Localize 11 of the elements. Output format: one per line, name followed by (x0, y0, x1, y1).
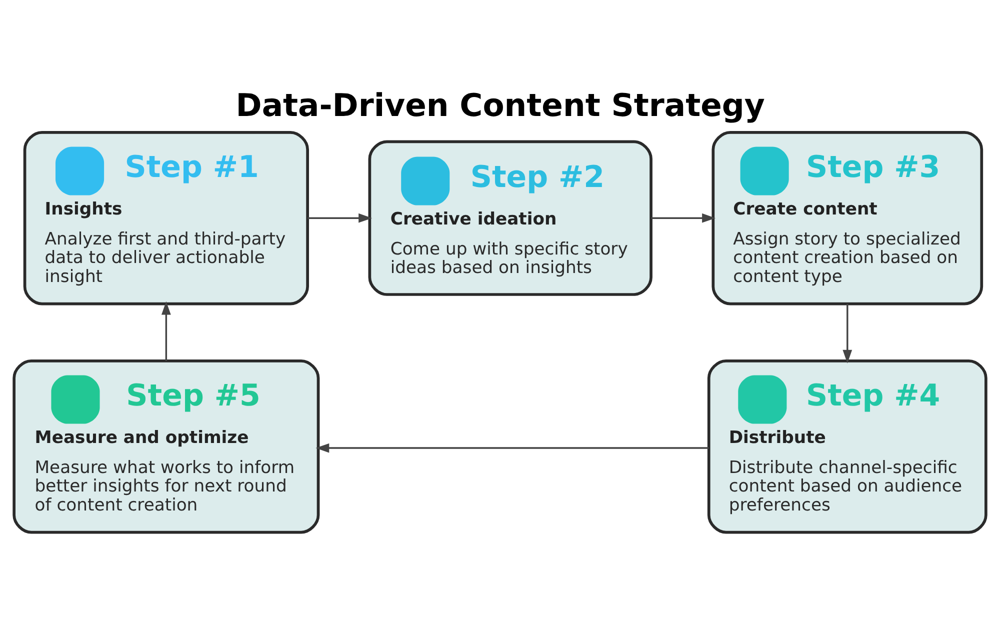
node-box: Step #3 Create content Assign story to specialized content creation based on content type (712, 130, 984, 305)
node-box: Step #5 Measure and optimize Measure what works to inform better insights for next round of content creation (12, 358, 320, 534)
arrow (308, 212, 372, 222)
node-box: Step #1 Insights Analyze first and third-party data to deliver actionable insight (23, 130, 309, 305)
arrow (651, 212, 716, 222)
diagram-title: Data-Driven Content Strategy (236, 88, 765, 124)
arrow (161, 300, 171, 360)
arrow (842, 303, 852, 363)
node-box: Step #4 Distribute Distribute channel-specific content based on audience preferences (707, 358, 988, 534)
arrow (316, 442, 709, 452)
node-box: Step #2 Creative ideation Come up with specific story ideas based on insights (368, 140, 652, 296)
